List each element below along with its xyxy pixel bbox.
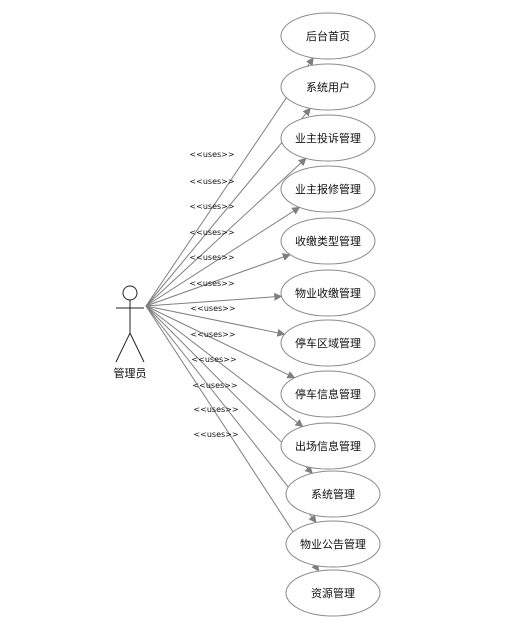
stereotype-label: <<uses>> <box>190 304 235 313</box>
use-case-label: 系统用户 <box>306 80 350 94</box>
actor-right-leg <box>129 332 145 363</box>
stereotype-label: <<uses>> <box>191 355 236 364</box>
use-case-label: 后台首页 <box>306 29 350 43</box>
association-line <box>145 305 320 572</box>
actor-head <box>122 285 138 301</box>
stereotype-label: <<uses>> <box>189 202 234 211</box>
use-case-label: 停车区域管理 <box>295 336 361 350</box>
use-case: 业主报修管理 <box>280 165 376 213</box>
use-case-label: 物业收缴管理 <box>295 286 361 300</box>
use-case-ellipse <box>280 422 376 470</box>
actor: 管理员 <box>114 285 147 380</box>
association-line <box>145 305 286 337</box>
stereotype-label: <<uses>> <box>189 253 234 262</box>
use-case: 物业公告管理 <box>285 520 381 568</box>
association-line <box>145 206 301 307</box>
use-case-label: 系统管理 <box>311 487 355 501</box>
use-case: 系统管理 <box>285 470 381 518</box>
use-case-ellipse <box>280 63 376 111</box>
use-case-label: 业主投诉管理 <box>295 131 361 145</box>
use-case: 停车信息管理 <box>280 370 376 418</box>
use-case: 系统用户 <box>280 63 376 111</box>
use-case: 后台首页 <box>280 12 376 60</box>
use-case: 停车区域管理 <box>280 319 376 367</box>
use-case: 出场信息管理 <box>280 422 376 470</box>
use-case: 收缴类型管理 <box>280 217 376 265</box>
stereotype-label: <<uses>> <box>190 330 235 339</box>
stereotype-label: <<uses>> <box>192 381 237 390</box>
use-case-ellipse <box>280 319 376 367</box>
association-line <box>145 253 291 307</box>
stereotype-label: <<uses>> <box>193 405 238 414</box>
association-line <box>145 305 304 428</box>
use-case-label: 资源管理 <box>311 586 355 600</box>
use-case-label: 业主报修管理 <box>295 182 361 196</box>
association-line <box>145 305 296 379</box>
use-case-ellipse <box>280 370 376 418</box>
use-case-label: 收缴类型管理 <box>295 234 361 248</box>
use-case-ellipse <box>280 217 376 265</box>
stereotype-label: <<uses>> <box>189 228 234 237</box>
use-cases: 后台首页系统用户业主投诉管理业主报修管理收缴类型管理物业收缴管理停车区域管理停车… <box>280 12 381 617</box>
use-case: 资源管理 <box>285 569 381 617</box>
use-case-label: 物业公告管理 <box>300 537 366 551</box>
stereotype-label: <<uses>> <box>189 279 234 288</box>
use-case-ellipse <box>280 114 376 162</box>
stereotype-labels: <<uses>> <<uses>> <<uses>> <<uses>> <<uses>>… <box>189 150 238 439</box>
use-case-ellipse <box>280 269 376 317</box>
association-line <box>145 292 283 307</box>
stereotype-label: <<uses>> <box>189 150 234 159</box>
use-case-ellipse <box>285 520 381 568</box>
association-line <box>145 57 314 307</box>
use-case-ellipse <box>280 165 376 213</box>
stereotype-label: <<uses>> <box>193 430 238 439</box>
stereotype-label: <<uses>> <box>189 177 234 186</box>
use-case-ellipse <box>280 12 376 60</box>
association-line <box>145 305 317 524</box>
use-case-ellipse <box>285 569 381 617</box>
association-line <box>145 157 307 307</box>
use-case-ellipse <box>285 470 381 518</box>
use-case-label: 出场信息管理 <box>295 439 361 453</box>
use-case: 物业收缴管理 <box>280 269 376 317</box>
use-case: 业主投诉管理 <box>280 114 376 162</box>
actor-left-leg <box>115 332 131 363</box>
actor-label: 管理员 <box>114 366 147 380</box>
use-case-label: 停车信息管理 <box>295 387 361 401</box>
